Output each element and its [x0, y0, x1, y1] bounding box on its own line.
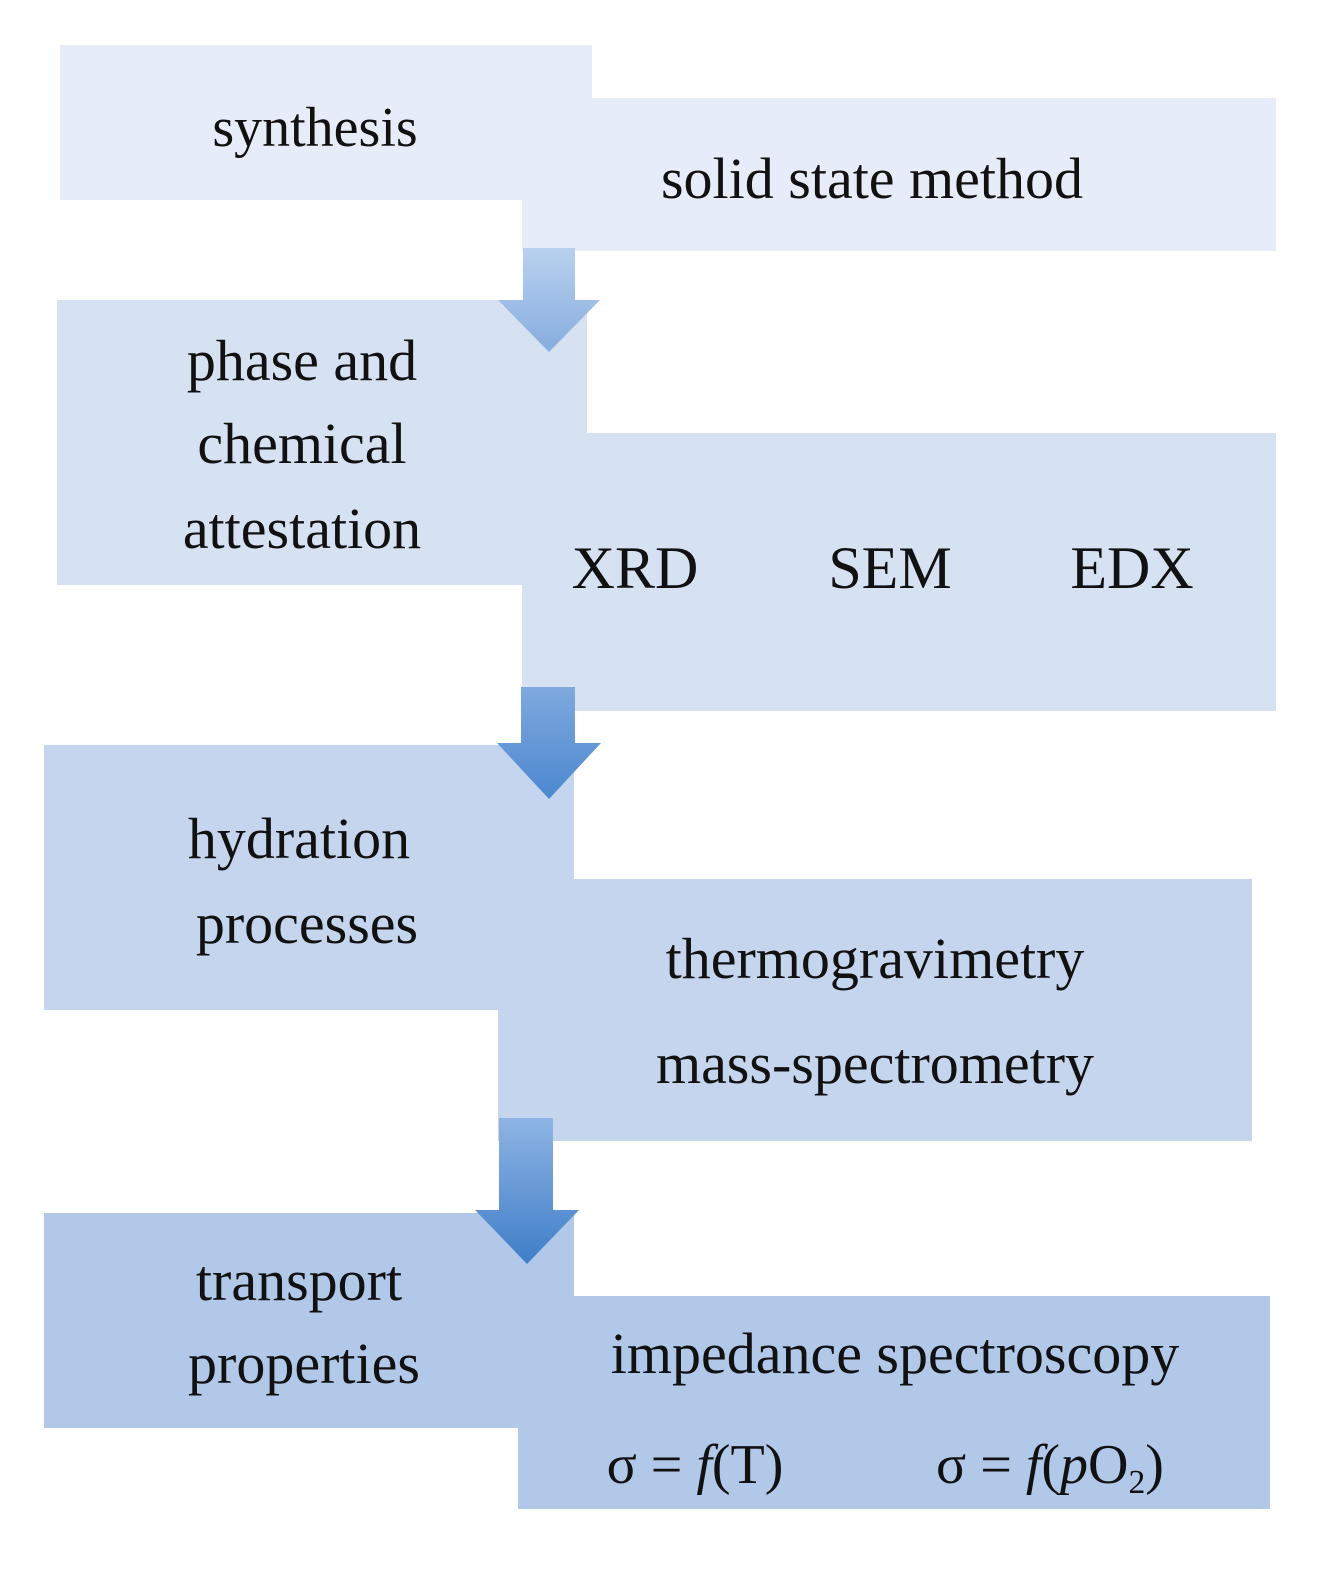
formula-sigma-oxygen-pressure: σ = f(pO2): [936, 1434, 1164, 1502]
hydration-label-line1: hydration: [187, 806, 411, 871]
transport-label-line1: transport: [195, 1248, 403, 1313]
transport-label-line2: properties: [188, 1331, 420, 1396]
method-xrd: XRD: [571, 535, 699, 601]
mass-spectrometry-label: mass-spectrometry: [655, 1031, 1095, 1096]
solid-state-method-label: solid state method: [660, 146, 1084, 211]
hydration-label-line2: processes: [195, 891, 419, 956]
down-arrow-2-icon: [497, 687, 601, 799]
synthesis-label: synthesis: [212, 97, 418, 159]
down-arrow-3-icon: [475, 1118, 579, 1264]
method-edx: EDX: [1070, 535, 1194, 601]
method-sem: SEM: [828, 535, 952, 601]
solid-state-method-box: [522, 98, 1276, 251]
transport-box: [44, 1213, 574, 1428]
synthesis-box: [60, 45, 592, 200]
attestation-box: [57, 300, 587, 585]
impedance-box: [518, 1296, 1270, 1509]
attestation-label-line1: phase and: [186, 328, 418, 393]
impedance-spectroscopy-label: impedance spectroscopy: [610, 1321, 1180, 1386]
hydration-box: [44, 745, 574, 1010]
attestation-label-line3: attestation: [182, 496, 422, 561]
thermogravimetry-label: thermogravimetry: [665, 926, 1085, 991]
thermogravimetry-box: [498, 879, 1252, 1141]
xrd-sem-edx-box: [522, 433, 1276, 711]
attestation-label-line2: chemical: [197, 411, 407, 476]
down-arrow-1-icon: [498, 248, 600, 352]
formula-sigma-temperature: σ = f(T): [606, 1434, 784, 1496]
